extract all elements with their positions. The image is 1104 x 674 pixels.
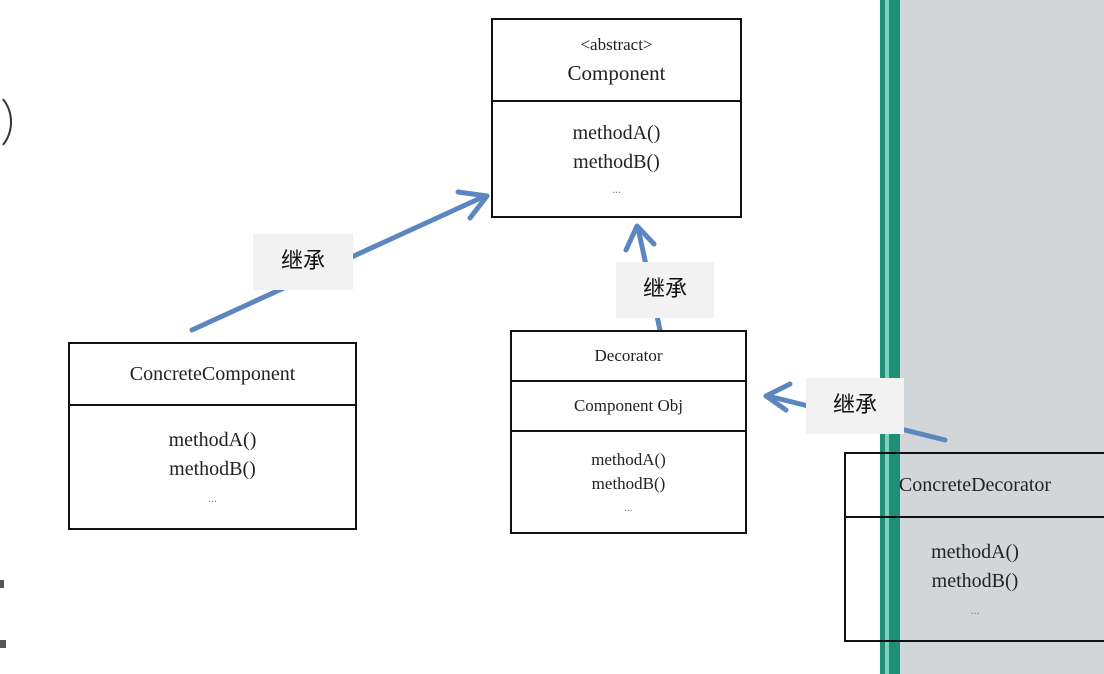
inherit-label-right: 继承 <box>806 378 904 434</box>
decorator-methods: methodA() methodB() ... <box>512 432 745 532</box>
arrowhead-concretecomponent <box>455 189 490 221</box>
decorator-name: Decorator <box>594 346 663 365</box>
concrete-decorator-method-more: ... <box>970 602 980 617</box>
decorator-field-text: Component Obj <box>573 396 684 415</box>
window-edge-strip <box>880 0 900 674</box>
concrete-component-header: ConcreteComponent <box>70 344 355 406</box>
component-methods: methodA() methodB() ... <box>493 102 740 216</box>
component-header: <abstract> Component <box>493 20 740 102</box>
arrowhead-concretedecorator <box>763 381 793 413</box>
concrete-decorator-name: ConcreteDecorator <box>898 473 1052 496</box>
component-stereotype: <abstract> <box>580 34 653 54</box>
concrete-component-method-more: ... <box>208 490 217 505</box>
concrete-component-methods: methodA() methodB() ... <box>70 406 355 528</box>
left-edge-arc <box>0 90 12 154</box>
concrete-decorator-method-b: methodB() <box>931 569 1019 592</box>
component-method-more: ... <box>612 181 621 196</box>
concrete-decorator-method-a: methodA() <box>931 540 1019 563</box>
component-class-box: <abstract> Component methodA() methodB()… <box>491 18 742 218</box>
side-panel <box>900 0 1104 674</box>
decorator-method-b: methodB() <box>591 474 666 493</box>
concrete-decorator-methods: methodA() methodB() ... <box>846 518 1104 640</box>
inherit-label-middle: 继承 <box>616 262 714 318</box>
concrete-decorator-header: ConcreteDecorator <box>846 454 1104 518</box>
concrete-decorator-class-box: ConcreteDecorator methodA() methodB() ..… <box>844 452 1104 642</box>
concrete-component-class-box: ConcreteComponent methodA() methodB() ..… <box>68 342 357 530</box>
decorator-method-a: methodA() <box>591 450 666 469</box>
component-name: Component <box>567 60 666 85</box>
left-edge-marks <box>0 580 6 650</box>
decorator-field: Component Obj <box>512 382 745 432</box>
component-method-b: methodB() <box>573 150 660 173</box>
decorator-method-more: ... <box>624 502 633 514</box>
inherit-label-left: 继承 <box>253 234 353 290</box>
decorator-class-box: Decorator Component Obj methodA() method… <box>510 330 747 534</box>
concrete-component-method-b: methodB() <box>169 457 256 480</box>
arrowhead-decorator <box>623 223 657 253</box>
concrete-component-method-a: methodA() <box>168 428 257 451</box>
component-method-a: methodA() <box>572 121 661 144</box>
decorator-header: Decorator <box>512 332 745 382</box>
concrete-component-name: ConcreteComponent <box>129 362 296 385</box>
